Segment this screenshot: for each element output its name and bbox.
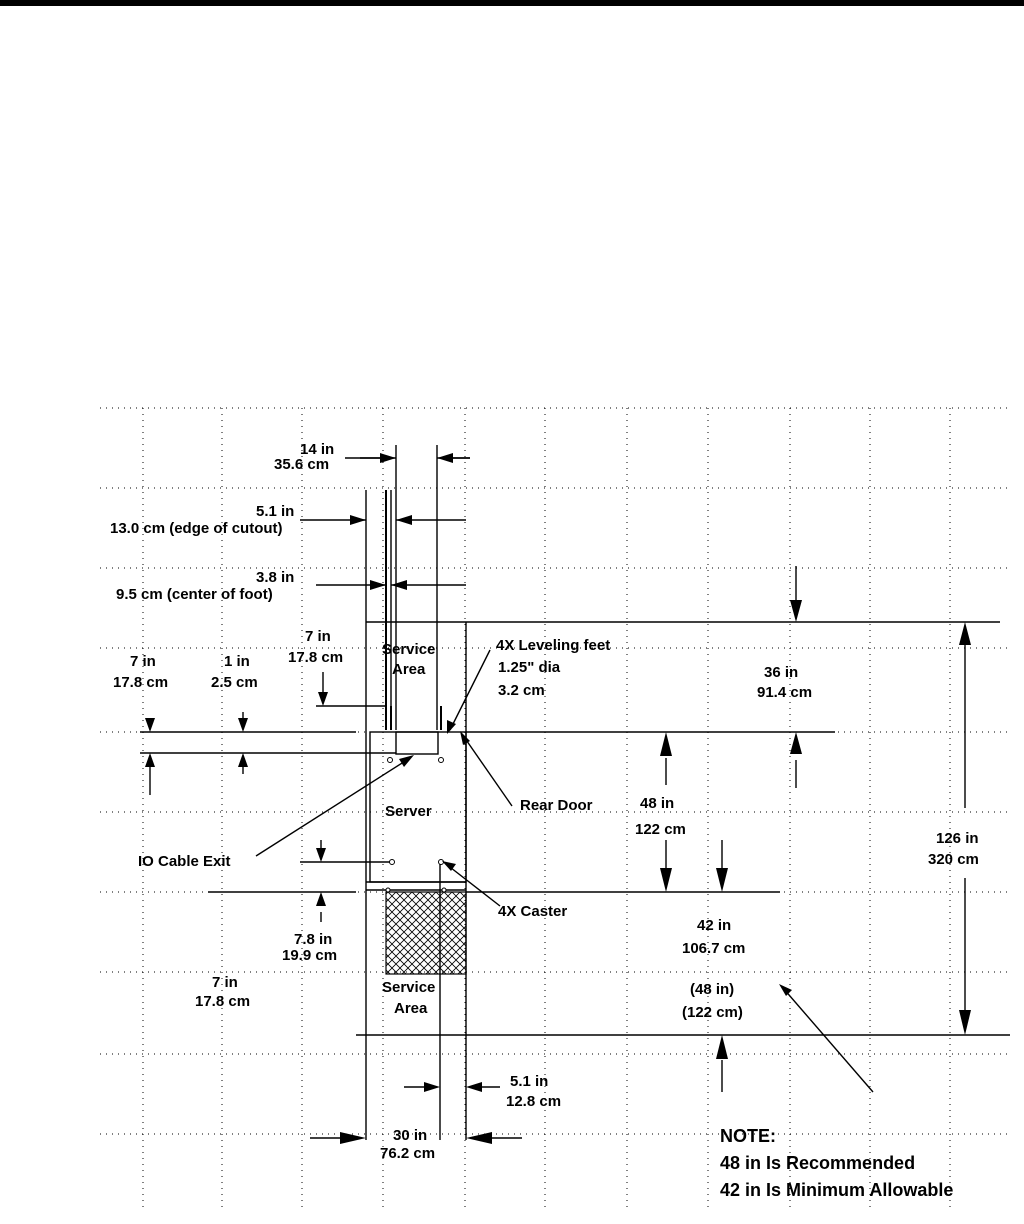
front-service-hatch	[385, 891, 467, 975]
label-42in: 42 in	[697, 917, 731, 934]
label-51in-bottom: 5.1 in	[510, 1073, 548, 1090]
label-service-area-bottom-2: Area	[394, 1000, 428, 1017]
label-30in-cm: 76.2 cm	[380, 1145, 435, 1162]
label-30in: 30 in	[393, 1127, 427, 1144]
label-14in: 14 in	[300, 441, 334, 458]
label-78in-cm: 19.9 cm	[282, 947, 337, 964]
label-4x-caster: 4X Caster	[498, 903, 567, 920]
label-48in: 48 in	[640, 795, 674, 812]
label-38in-cm: 9.5 cm (center of foot)	[116, 586, 273, 603]
label-leveling-feet: 4X Leveling feet	[496, 637, 610, 654]
label-7in-left-cm: 17.8 cm	[113, 674, 168, 691]
label-7in-bottom: 7 in	[212, 974, 238, 991]
reference-lines	[140, 457, 1010, 1036]
label-service-area-top-2: Area	[392, 661, 426, 678]
label-36in-cm: 91.4 cm	[757, 684, 812, 701]
dimension-labels: 14 in 35.6 cm 5.1 in 13.0 cm (edge of cu…	[110, 441, 979, 1162]
label-78in: 7.8 in	[294, 931, 332, 948]
note-recommended: 48 in Is Recommended	[720, 1153, 915, 1173]
label-leveling-cm: 3.2 cm	[498, 682, 545, 699]
label-51in: 5.1 in	[256, 503, 294, 520]
label-7in-top: 7 in	[305, 628, 331, 645]
label-122cm-paren: (122 cm)	[682, 1004, 743, 1021]
label-7in-left: 7 in	[130, 653, 156, 670]
note-block: NOTE: 48 in Is Recommended 42 in Is Mini…	[720, 1126, 953, 1200]
rear-service-strips	[385, 445, 442, 730]
label-14in-cm: 35.6 cm	[274, 456, 329, 473]
label-rear-door: Rear Door	[520, 797, 593, 814]
label-38in: 3.8 in	[256, 569, 294, 586]
label-36in: 36 in	[764, 664, 798, 681]
label-io-cable-exit: IO Cable Exit	[138, 853, 231, 870]
label-7in-bottom-cm: 17.8 cm	[195, 993, 250, 1010]
top-border-bar	[0, 0, 1024, 6]
label-service-area-bottom-1: Service	[382, 979, 435, 996]
server-footprint	[365, 490, 1000, 1140]
dimension-arrows	[145, 453, 971, 1144]
label-42in-cm: 106.7 cm	[682, 940, 745, 957]
label-51in-bottom-cm: 12.8 cm	[506, 1093, 561, 1110]
label-leveling-dia: 1.25" dia	[498, 659, 561, 676]
label-1in-cm: 2.5 cm	[211, 674, 258, 691]
label-server: Server	[385, 803, 432, 820]
label-126in-cm: 320 cm	[928, 851, 979, 868]
label-7in-top-cm: 17.8 cm	[288, 649, 343, 666]
note-minimum: 42 in Is Minimum Allowable	[720, 1180, 953, 1200]
leader-lines	[255, 649, 874, 1093]
label-48in-paren: (48 in)	[690, 981, 734, 998]
label-51in-cm: 13.0 cm (edge of cutout)	[110, 520, 283, 537]
note-title: NOTE:	[720, 1126, 776, 1146]
leveling-feet-marks	[385, 757, 447, 893]
label-service-area-top-1: Service	[382, 641, 435, 658]
label-48in-cm: 122 cm	[635, 821, 686, 838]
label-1in: 1 in	[224, 653, 250, 670]
label-126in: 126 in	[936, 830, 979, 847]
